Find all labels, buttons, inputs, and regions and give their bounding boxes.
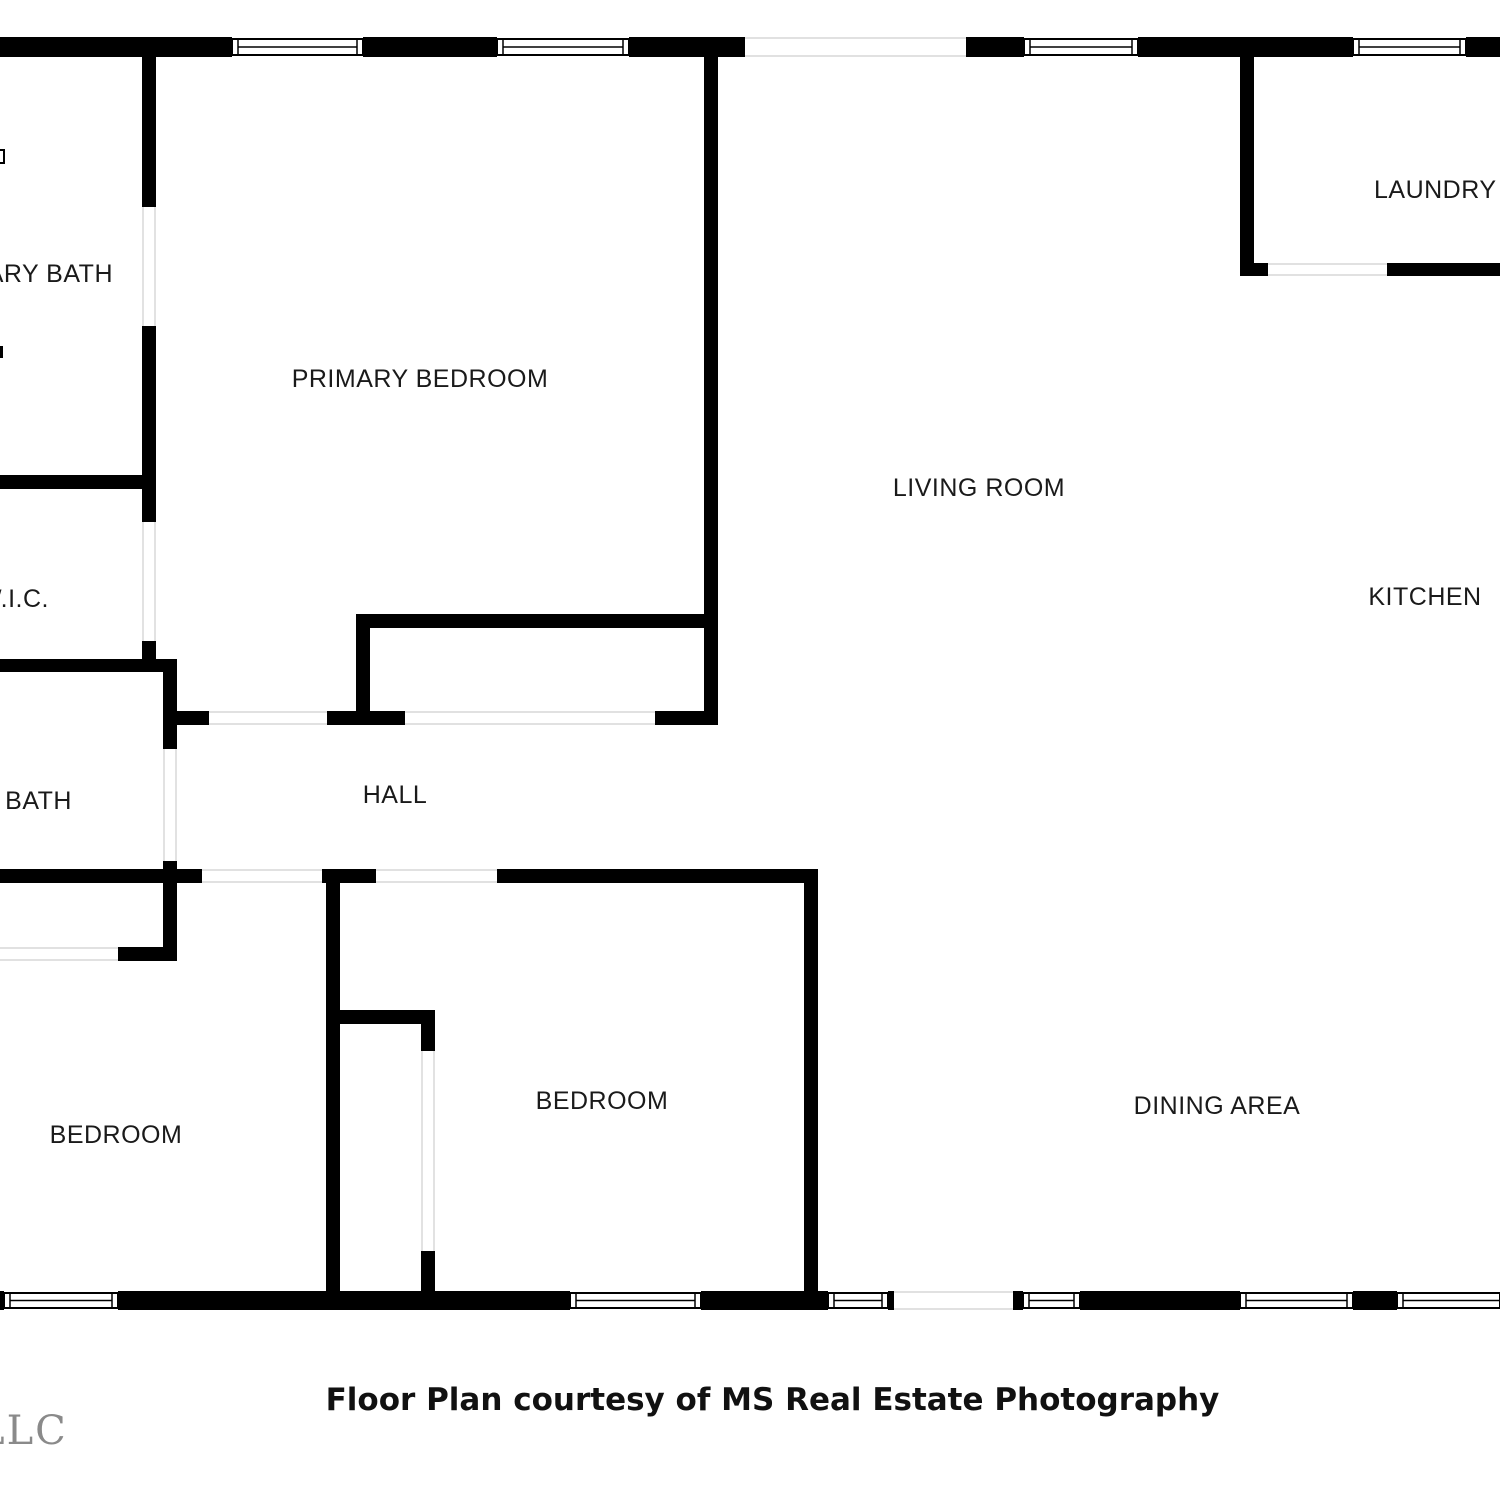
watermark-logo: LLC — [0, 1408, 68, 1454]
room-label-bedroom-left: BEDROOM — [50, 1121, 183, 1149]
exterior-wall-top — [0, 37, 1500, 57]
window-bottom-5 — [1239, 1292, 1354, 1309]
room-label-bath: BATH — [5, 787, 72, 815]
room-label-primary-bath: PRIMARY BATH — [0, 260, 113, 288]
window-bottom-3 — [827, 1292, 889, 1309]
exterior-wall-bottom — [0, 1291, 1397, 1310]
room-label-primary-bedroom: PRIMARY BEDROOM — [292, 365, 549, 393]
window-top-1 — [231, 38, 364, 56]
window-bottom-4 — [1022, 1292, 1081, 1309]
room-label-bedroom-center: BEDROOM — [536, 1087, 669, 1115]
floor-plan-caption: Floor Plan courtesy of MS Real Estate Ph… — [325, 1382, 1220, 1418]
window-top-2 — [496, 38, 630, 56]
room-label-laundry: LAUNDRY — [1374, 176, 1497, 204]
room-label-dining-area: DINING AREA — [1134, 1092, 1301, 1120]
window-bottom-6 — [1396, 1292, 1500, 1309]
interior-walls — [0, 57, 1500, 1297]
room-label-wic: W.I.C. — [0, 585, 49, 613]
room-label-living-room: LIVING ROOM — [893, 474, 1065, 502]
room-label-kitchen: KITCHEN — [1368, 583, 1481, 611]
window-bottom-1 — [3, 1292, 119, 1309]
window-top-3 — [1023, 38, 1139, 56]
window-top-4 — [1352, 38, 1467, 56]
window-bottom-2 — [569, 1292, 702, 1309]
room-label-hall: HALL — [363, 781, 428, 809]
